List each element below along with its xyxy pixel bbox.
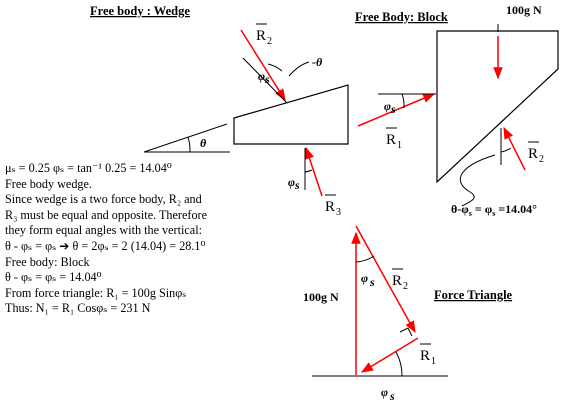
r2-sub-wedge: 2 [267, 36, 272, 47]
theta-label: θ [200, 136, 207, 150]
solution-line: From force triangle: R₁ = 100g Sinφₛ [5, 285, 187, 300]
solution-line: μₛ = 0.25 φₛ = tan⁻¹ 0.25 = 14.04⁰ [5, 161, 172, 175]
load-label-triangle: 100g N [303, 290, 339, 304]
solution-line: Since wedge is a two force body, R₂ and [5, 192, 202, 207]
load-label-block: 100g N [506, 3, 542, 17]
heading-wedge: Free body : Wedge [90, 4, 190, 18]
solution-line: R₃ must be equal and opposite. Therefore [5, 207, 208, 222]
wedge-free-body: θ R 2 φ s -θ φ s R 3 [143, 23, 349, 218]
r2-sub-block: 2 [539, 154, 544, 165]
solution-text: μₛ = 0.25 φₛ = tan⁻¹ 0.25 = 14.04⁰ Free … [5, 161, 305, 317]
phi-sub-top: s [369, 275, 375, 289]
block-shape [436, 30, 559, 184]
r2-label-block: R [528, 146, 538, 162]
r3-arrow [304, 146, 323, 197]
wedge-shape [233, 84, 349, 145]
heading-block: Free Body: Block [355, 10, 448, 24]
triangle-r1-side [360, 337, 419, 373]
wedge-normal-line [242, 57, 288, 104]
phi-sub-wedge: s [264, 72, 270, 86]
force-triangle: 100g N φ s R 2 R 1 φ s [303, 225, 448, 403]
incline-line [143, 123, 228, 153]
angle-relation-label: θ-φs = φs =14.04° [451, 202, 537, 218]
solution-line: they form equal angles with the vertical… [5, 223, 202, 238]
r1-label-block: R [386, 132, 396, 148]
r1-arrow-block [357, 93, 436, 127]
angle-leader-block [459, 154, 496, 207]
phi-sub-block-left: s [390, 102, 396, 116]
r1-label-triangle: R [420, 348, 430, 364]
triangle-r2-side [355, 225, 416, 334]
phi-arc-base [395, 351, 403, 377]
right-angle-mark [399, 327, 413, 337]
r3-label: R [325, 199, 335, 215]
r2-arrow-wedge [240, 29, 286, 102]
phi-arc-top [355, 255, 375, 263]
r3-sub: 3 [336, 207, 341, 218]
phi-label-bottom: φ [288, 175, 295, 189]
r2-sub-triangle: 2 [403, 281, 408, 292]
phi-sub-bottom: s [294, 178, 300, 192]
phi-label-top: φ [361, 271, 368, 285]
angle-arc-block-bottom [500, 147, 512, 153]
r1-sub-triangle: 1 [431, 356, 436, 367]
neg-theta-label: -θ [312, 55, 323, 69]
phi-sub-base: s [389, 389, 395, 403]
phi-arc-wedge [267, 63, 283, 72]
theta-arc [187, 136, 191, 153]
neg-theta-leader [288, 61, 310, 77]
solution-line: Free body: Block [5, 254, 90, 269]
solution-line: θ - φₛ = φₛ ➔ θ = 2φₛ = 2 (14.04) = 28.1… [5, 238, 206, 253]
phi-label-block-left: φ [384, 99, 391, 113]
solution-line: Free body wedge. [5, 176, 92, 191]
r2-label-wedge: R [256, 28, 266, 44]
r2-label-triangle: R [392, 273, 402, 289]
phi-label-wedge: φ [258, 69, 265, 83]
solution-line: θ - φₛ = φₛ = 14.04⁰ [5, 270, 102, 285]
r2-arrow-block [503, 126, 526, 171]
r1-sub-block: 1 [397, 140, 402, 151]
block-free-body: 100g N φ s R 1 R 2 θ-φs = φs =14.04° [357, 3, 559, 218]
phi-label-base: φ [381, 385, 388, 399]
heading-force-triangle: Force Triangle [434, 288, 513, 302]
phi-arc-block-left [401, 93, 405, 109]
phi-arc-bottom [304, 169, 313, 173]
solution-line: Thus: N₁ = R₁ Cosφₛ = 231 N [5, 301, 151, 316]
